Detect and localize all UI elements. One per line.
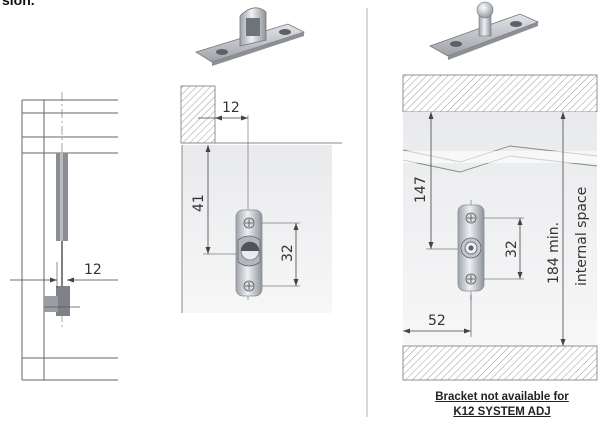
right-dim-min: 184 min. [546, 222, 562, 284]
heading-fragment: sion. [2, 0, 35, 8]
middle-bracket [235, 209, 263, 297]
top-pivot-plate [195, 7, 306, 66]
top-pin-plate [429, 1, 540, 60]
right-bottom-hatched [402, 345, 598, 381]
left-dim-gap: 12 [84, 262, 102, 278]
right-dim-offset: 52 [428, 313, 446, 329]
right-top-hatched [402, 74, 598, 113]
middle-dim-holes: 32 [280, 244, 296, 262]
right-panel [403, 112, 597, 346]
middle-dim-offset: 12 [222, 100, 240, 116]
bottom-bracket [56, 286, 70, 316]
note-line-1: Bracket not available for [435, 391, 569, 403]
right-dim-height: 147 [413, 176, 429, 203]
right-bracket [457, 204, 485, 292]
middle-hatched-block [180, 85, 216, 144]
left-side-view: 12 [10, 92, 118, 381]
availability-note: Bracket not available for K12 SYSTEM ADJ [404, 390, 600, 420]
middle-dim-height: 41 [191, 194, 207, 212]
note-line-2: K12 SYSTEM ADJ [453, 406, 551, 418]
right-dim-holes: 32 [504, 240, 520, 258]
right-label-internal-space: internal space [574, 187, 590, 286]
middle-view: 12 41 [180, 7, 342, 313]
right-view: 147 32 [402, 1, 598, 381]
